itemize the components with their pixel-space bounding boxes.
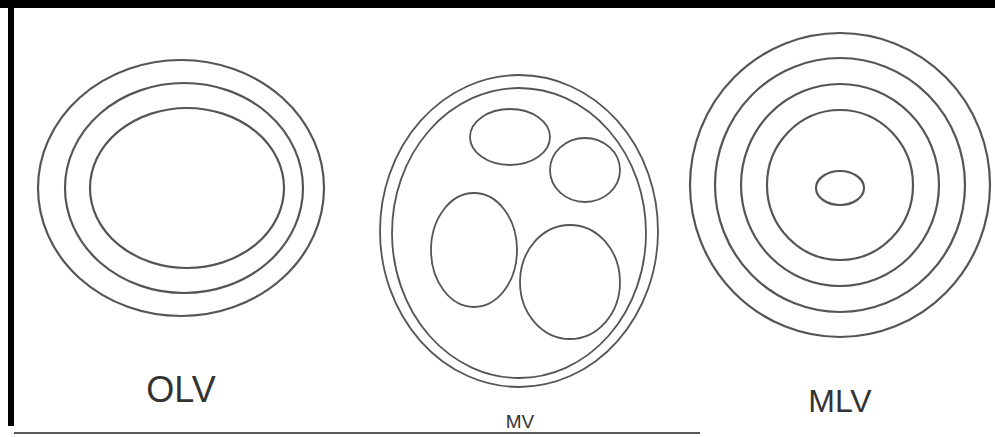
vesicle-label: OLV: [146, 372, 215, 408]
mlv-vesicle: [690, 33, 990, 337]
mv-vesicle: [380, 75, 658, 387]
olv-vesicle: [38, 60, 324, 316]
frame-bottom: [14, 432, 700, 434]
vesicle-label: MLV: [808, 385, 871, 417]
frame-top: [0, 0, 995, 8]
frame-left: [8, 0, 14, 426]
vesicle-label: MV: [506, 412, 535, 431]
